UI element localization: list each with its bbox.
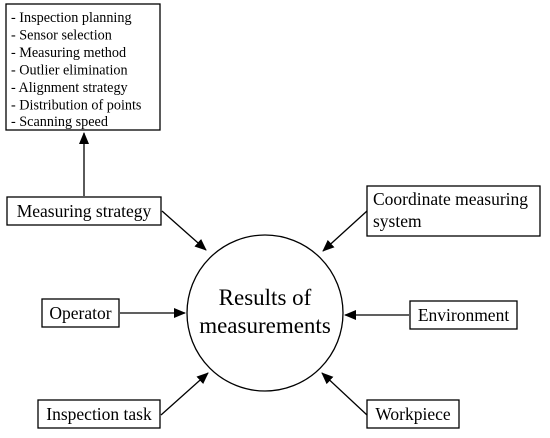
strategy-detail-item: - Alignment strategy	[11, 80, 129, 96]
cms-label-line1: Coordinate measuring	[373, 189, 528, 209]
environment-label: Environment	[418, 305, 510, 325]
cms-label-line2: system	[373, 211, 422, 231]
workpiece-label: Workpiece	[375, 404, 451, 424]
workpiece-box: Workpiece	[366, 399, 460, 429]
arrow-cms-to-results	[322, 210, 368, 252]
strategy-detail-item: - Distribution of points	[11, 98, 142, 114]
measuring-strategy-label: Measuring strategy	[17, 201, 152, 221]
strategy-details-box: - Inspection planning - Sensor selection…	[5, 3, 161, 131]
inspection-task-label: Inspection task	[46, 404, 152, 424]
cms-box: Coordinate measuring system	[366, 185, 541, 237]
strategy-detail-item: - Sensor selection	[11, 28, 112, 44]
inspection-task-box: Inspection task	[37, 399, 161, 429]
operator-box: Operator	[41, 298, 120, 328]
arrow-inspection-task-to-results	[160, 372, 209, 416]
strategy-detail-item: - Outlier elimination	[11, 63, 128, 79]
results-label-line2: measurements	[199, 313, 331, 338]
results-circle: Results of measurements	[186, 234, 344, 392]
arrow-workpiece-to-results	[321, 372, 368, 416]
arrow-strategy-to-results	[161, 210, 207, 251]
environment-box: Environment	[409, 300, 518, 330]
strategy-detail-item: - Inspection planning	[11, 10, 132, 26]
measuring-strategy-box: Measuring strategy	[6, 196, 162, 226]
strategy-detail-item: - Measuring method	[11, 45, 126, 61]
results-label-line1: Results of	[219, 285, 312, 310]
strategy-detail-item: - Scanning speed	[11, 114, 108, 130]
operator-label: Operator	[49, 303, 111, 323]
